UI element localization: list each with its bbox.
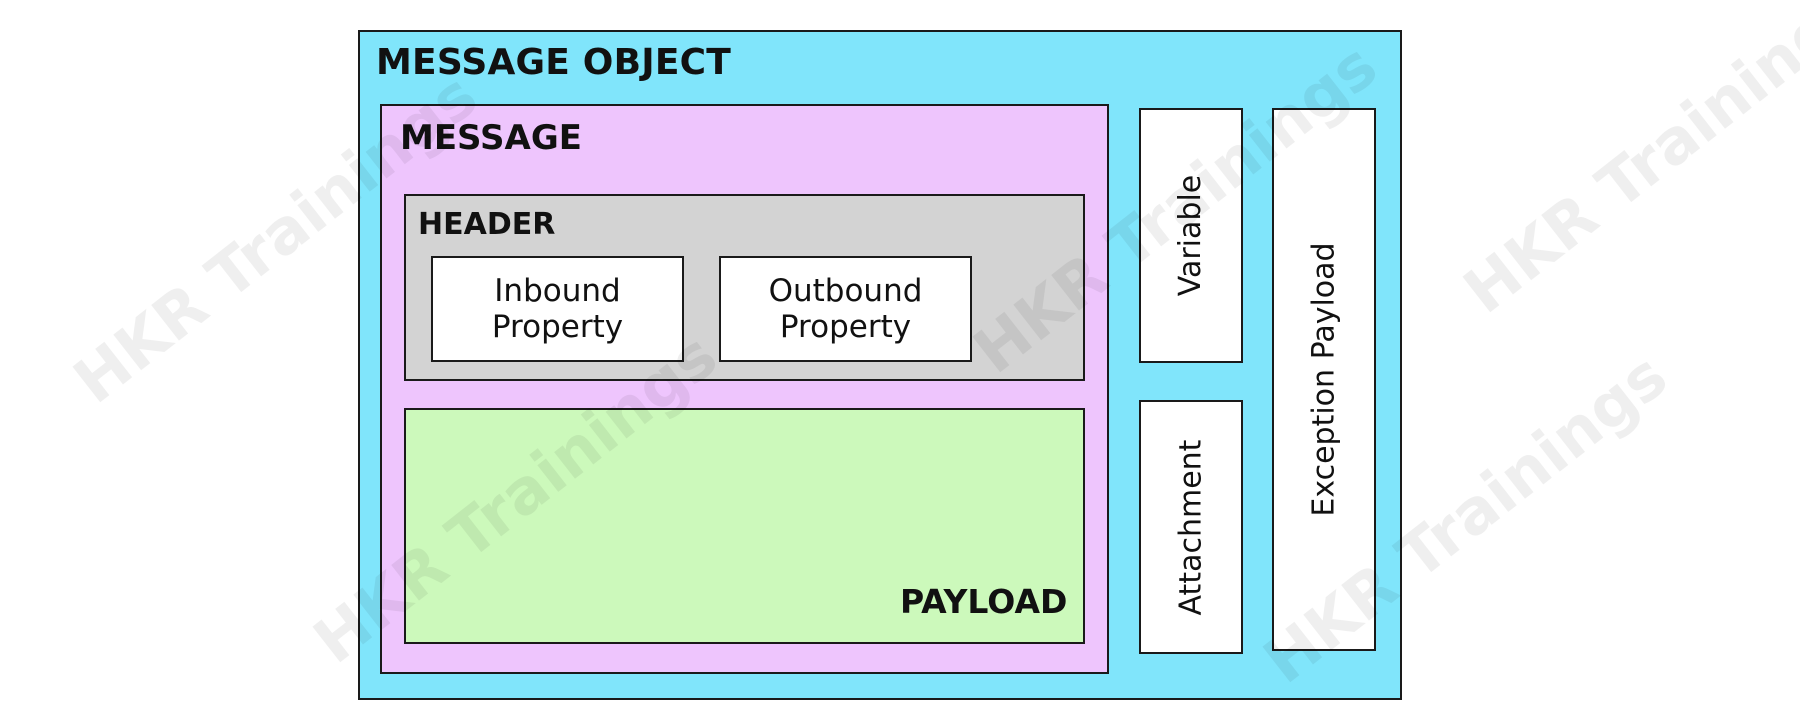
header-title: HEADER [418,207,556,242]
outbound-property-line1: Outbound [768,273,923,309]
inbound-property-line2: Property [491,309,624,345]
exception-payload-box: Exception Payload [1272,108,1376,651]
outbound-property-box: Outbound Property [719,256,972,362]
message-object-title: MESSAGE OBJECT [376,42,731,83]
attachment-box: Attachment [1139,400,1243,654]
payload-box [404,408,1085,644]
exception-payload-label: Exception Payload [1306,242,1342,517]
watermark-text: HKR Trainings [1450,0,1800,328]
inbound-property-box: Inbound Property [431,256,684,362]
attachment-label: Attachment [1173,439,1209,615]
outbound-property-line2: Property [779,309,912,345]
inbound-property-line1: Inbound [494,273,621,309]
variable-box: Variable [1139,108,1243,363]
message-title: MESSAGE [400,118,582,158]
variable-label: Variable [1173,174,1209,297]
payload-label: PAYLOAD [900,582,1068,621]
